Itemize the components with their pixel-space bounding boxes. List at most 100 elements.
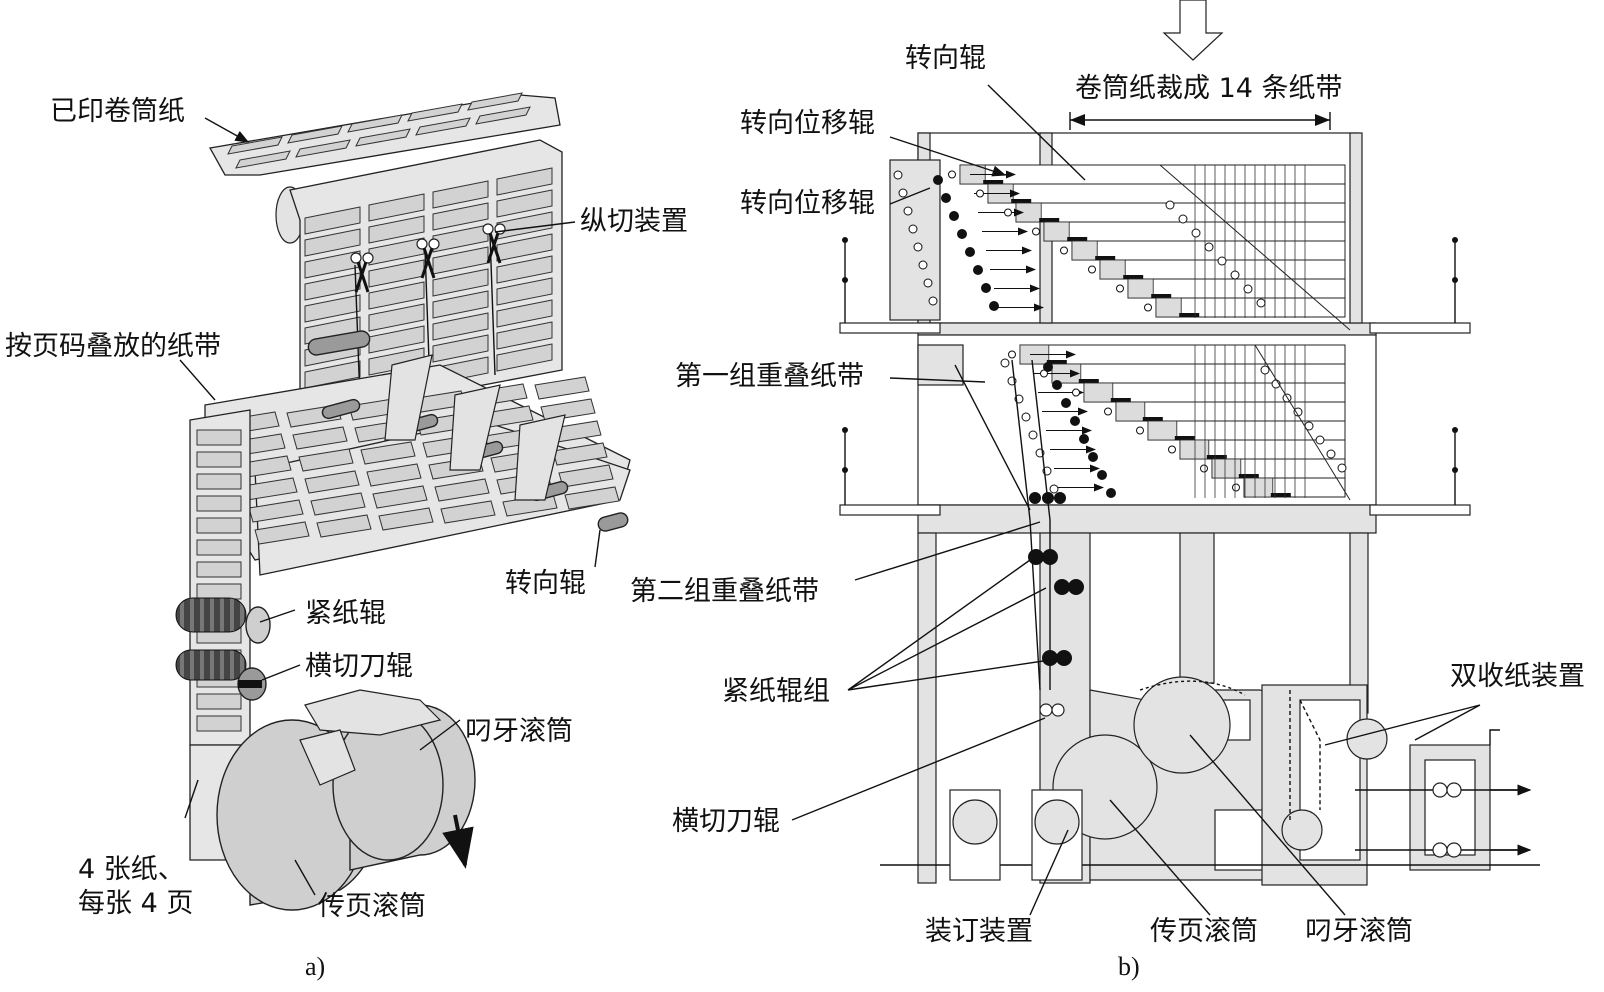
gripper-cylinder-b bbox=[1133, 676, 1246, 774]
shift-roller-black bbox=[1079, 434, 1089, 444]
diag-guide bbox=[1159, 164, 1351, 331]
diag-roller bbox=[1165, 200, 1175, 210]
figure-a: 已印卷筒纸 纵切装置 按页码叠放的纸带 转向辊 紧纸辊 横切刀辊 叼牙滚筒 4 … bbox=[5, 92, 688, 981]
page-cell bbox=[304, 294, 361, 323]
shift-roller-black bbox=[981, 283, 991, 293]
ribbon-step-shade bbox=[1115, 401, 1146, 422]
ribbon-step-shade bbox=[1043, 221, 1070, 242]
shift-roller-black bbox=[1106, 488, 1116, 498]
ribbon-step-shade bbox=[1179, 439, 1210, 460]
page-cell bbox=[366, 463, 422, 487]
page-cell bbox=[407, 103, 463, 122]
page-cell bbox=[304, 206, 361, 235]
page-cell bbox=[304, 360, 361, 389]
ribbon-roller bbox=[1004, 208, 1012, 217]
page-cell bbox=[298, 448, 354, 472]
diag-roller bbox=[1326, 449, 1336, 459]
ribbon-step bbox=[987, 183, 1346, 204]
ribbon-marker bbox=[1011, 199, 1032, 203]
ribbon-step-shade bbox=[1127, 278, 1154, 299]
label-shift-roller-2: 转向位移辊 bbox=[740, 188, 875, 219]
diag-guide bbox=[1254, 344, 1351, 501]
page-cell bbox=[432, 180, 489, 209]
shift-roller-black bbox=[1043, 362, 1053, 372]
label-nip-roller: 紧纸辊 bbox=[305, 598, 386, 629]
label-sheets-line2: 每张 4 页 bbox=[78, 888, 193, 919]
page-cell bbox=[196, 451, 242, 468]
shift-roller-black bbox=[965, 247, 975, 257]
page-cell bbox=[415, 117, 471, 136]
shift-roller-white bbox=[1021, 412, 1031, 422]
shift-roller-black bbox=[989, 301, 999, 311]
page-cell bbox=[227, 136, 283, 155]
diag-roller bbox=[1256, 298, 1266, 308]
ribbon-marker bbox=[1238, 474, 1259, 478]
label-turning-roller-b: 转向辊 bbox=[905, 43, 986, 74]
label-gripper-cylinder-b: 叼牙滚筒 bbox=[1305, 916, 1413, 947]
page-cell bbox=[496, 255, 553, 284]
page-cell bbox=[368, 325, 425, 354]
shift-roller-black bbox=[933, 175, 943, 185]
label-cross-cut-roller-a: 横切刀辊 bbox=[305, 651, 413, 682]
ribbon-step-shade bbox=[1083, 382, 1114, 403]
page-cell bbox=[355, 128, 411, 147]
ribbon-roller bbox=[1168, 445, 1176, 454]
ribbon-roller bbox=[1032, 227, 1040, 236]
ribbon-marker bbox=[983, 180, 1004, 184]
page-cell bbox=[440, 500, 496, 524]
page-cell bbox=[475, 106, 531, 125]
page-cell bbox=[467, 92, 523, 111]
label-transfer-cylinder-b: 传页滚筒 bbox=[1150, 916, 1258, 947]
diag-roller bbox=[1191, 228, 1201, 238]
ribbon-roller bbox=[948, 170, 956, 179]
ribbon-roller bbox=[1144, 303, 1152, 312]
page-cell bbox=[368, 215, 425, 244]
page-cell bbox=[292, 426, 348, 450]
shift-roller-white bbox=[898, 188, 908, 198]
double-delivery bbox=[1281, 690, 1532, 858]
label-turning-roller-a: 转向辊 bbox=[505, 568, 586, 599]
shift-roller-black bbox=[1061, 398, 1071, 408]
label-nip-roller-group: 紧纸辊组 bbox=[722, 676, 830, 707]
web-input-arrow bbox=[1162, 0, 1224, 61]
ribbon-roller bbox=[1088, 265, 1096, 274]
shift-rollers bbox=[893, 164, 1351, 501]
diag-roller bbox=[1243, 284, 1253, 294]
web-guide-roller bbox=[307, 330, 371, 356]
shift-roller-white bbox=[1028, 430, 1038, 440]
page-cell bbox=[496, 167, 553, 196]
page-cell bbox=[432, 290, 489, 319]
page-cell bbox=[540, 398, 596, 422]
page-cell bbox=[496, 343, 553, 372]
page-cell bbox=[432, 268, 489, 297]
ribbon-step-shade bbox=[1099, 259, 1126, 280]
label-cross-cut-roller-b: 横切刀辊 bbox=[672, 806, 780, 837]
figure-b: 转向辊 卷筒纸裁成 14 条纸带 转向位移辊 转向位移辊 第一组重叠纸带 第二组… bbox=[630, 0, 1585, 981]
label-slitter: 纵切装置 bbox=[580, 206, 688, 237]
page-cell bbox=[372, 485, 428, 509]
page-cell bbox=[196, 539, 242, 556]
page-cell bbox=[304, 228, 361, 257]
page-cell bbox=[496, 299, 553, 328]
ribbon-marker bbox=[1270, 493, 1291, 497]
ribbon-roller bbox=[1136, 426, 1144, 435]
nip-rollers bbox=[175, 597, 271, 701]
diag-roller bbox=[1204, 242, 1214, 252]
label-sheets-line1: 4 张纸、 bbox=[78, 854, 185, 885]
diag-roller bbox=[1260, 365, 1270, 375]
page-cell bbox=[295, 139, 351, 158]
page-cell bbox=[432, 334, 489, 363]
upper-ribbon-staircase bbox=[948, 164, 1346, 318]
caption-b: b) bbox=[1118, 952, 1140, 981]
ribbon-marker bbox=[1123, 275, 1144, 279]
shift-roller-white bbox=[923, 278, 933, 288]
ribbon-step-shade bbox=[1243, 477, 1274, 498]
ribbon-roller bbox=[1200, 464, 1208, 473]
lower-ribbon-staircase bbox=[1008, 344, 1346, 498]
shift-roller-white bbox=[1000, 358, 1010, 368]
label-printed-web: 已印卷筒纸 bbox=[50, 96, 185, 127]
ribbon-marker bbox=[1046, 360, 1067, 364]
shift-roller-black bbox=[941, 193, 951, 203]
shift-roller-white bbox=[908, 224, 918, 234]
